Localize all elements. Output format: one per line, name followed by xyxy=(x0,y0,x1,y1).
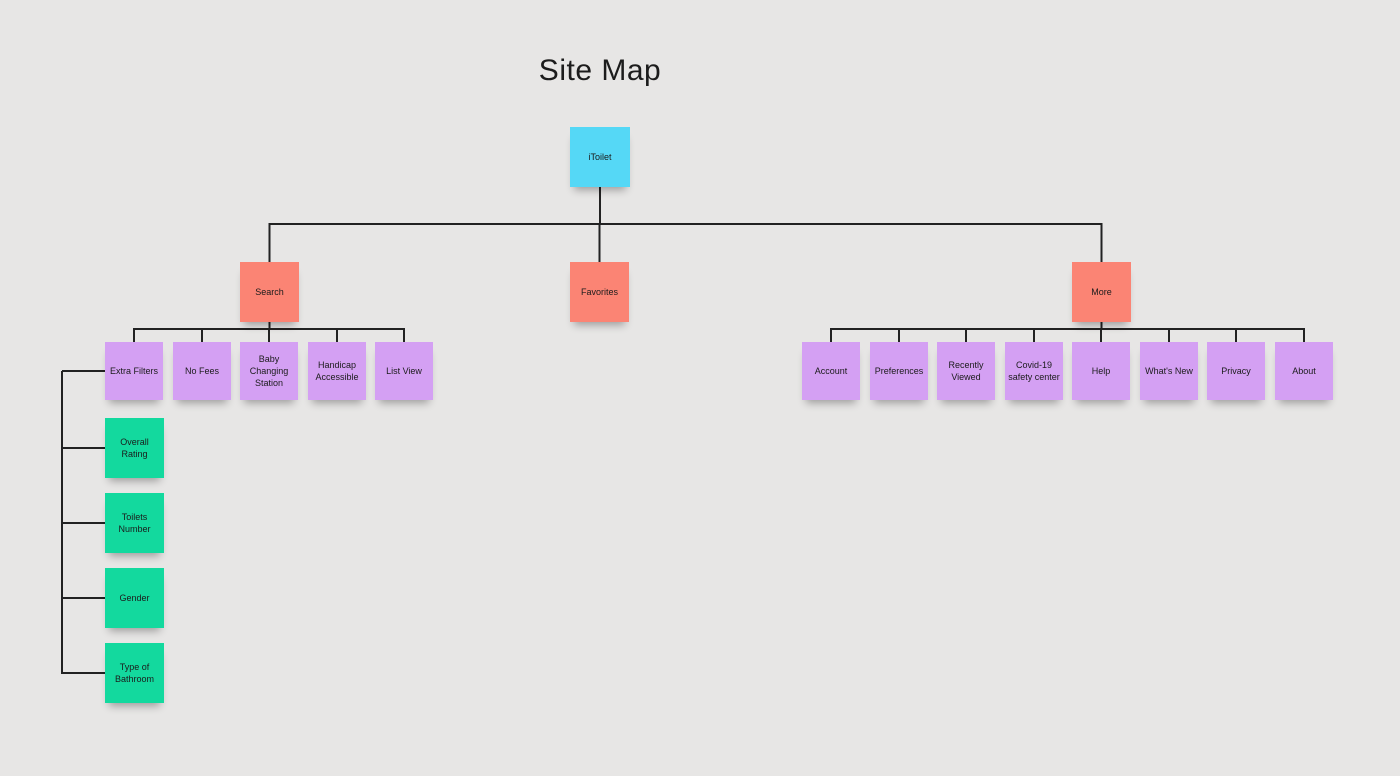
note-extra-filters[interactable]: Extra Filters xyxy=(105,342,163,400)
note-help[interactable]: Help xyxy=(1072,342,1130,400)
note-handicap-accessible[interactable]: Handicap Accessible xyxy=(308,342,366,400)
note-privacy[interactable]: Privacy xyxy=(1207,342,1265,400)
note-recently-viewed[interactable]: Recently Viewed xyxy=(937,342,995,400)
note-label: Handicap Accessible xyxy=(315,359,359,382)
note-covid-19-safety-center[interactable]: Covid-19 safety center xyxy=(1005,342,1063,400)
note-label: Extra Filters xyxy=(109,365,158,376)
note-label: iToilet xyxy=(588,151,612,162)
note-label: Favorites xyxy=(580,286,618,297)
note-label: Gender xyxy=(119,592,150,603)
note-label: Toilets Number xyxy=(118,511,151,534)
note-preferences[interactable]: Preferences xyxy=(870,342,928,400)
note-label: About xyxy=(1292,365,1316,376)
note-label: Baby Changing Station xyxy=(249,353,289,389)
note-label: Help xyxy=(1091,365,1111,376)
note-favorites[interactable]: Favorites xyxy=(570,262,629,322)
note-label: What's New xyxy=(1145,365,1193,376)
note-label: Account xyxy=(814,365,848,376)
note-itoilet[interactable]: iToilet xyxy=(570,127,630,187)
note-label: List View xyxy=(386,365,422,376)
note-whats-new[interactable]: What's New xyxy=(1140,342,1198,400)
note-toilets-number[interactable]: Toilets Number xyxy=(105,493,164,553)
note-label: Privacy xyxy=(1221,365,1251,376)
page-title: Site Map xyxy=(538,54,662,87)
note-overall-rating[interactable]: Overall Rating xyxy=(105,418,164,478)
note-more[interactable]: More xyxy=(1072,262,1131,322)
note-label: Recently Viewed xyxy=(948,359,984,382)
note-search[interactable]: Search xyxy=(240,262,299,322)
note-label: No Fees xyxy=(184,365,219,376)
note-label: Type of Bathroom xyxy=(114,661,155,684)
note-label: Overall Rating xyxy=(120,436,149,459)
note-label: Search xyxy=(255,286,284,297)
note-label: Preferences xyxy=(874,365,924,376)
note-gender[interactable]: Gender xyxy=(105,568,164,628)
note-label: Covid-19 safety center xyxy=(1008,359,1060,382)
note-list-view[interactable]: List View xyxy=(375,342,433,400)
note-baby-changing-station[interactable]: Baby Changing Station xyxy=(240,342,298,400)
note-about[interactable]: About xyxy=(1275,342,1333,400)
note-type-of-bathroom[interactable]: Type of Bathroom xyxy=(105,643,164,703)
note-account[interactable]: Account xyxy=(802,342,860,400)
note-no-fees[interactable]: No Fees xyxy=(173,342,231,400)
note-label: More xyxy=(1091,286,1112,297)
